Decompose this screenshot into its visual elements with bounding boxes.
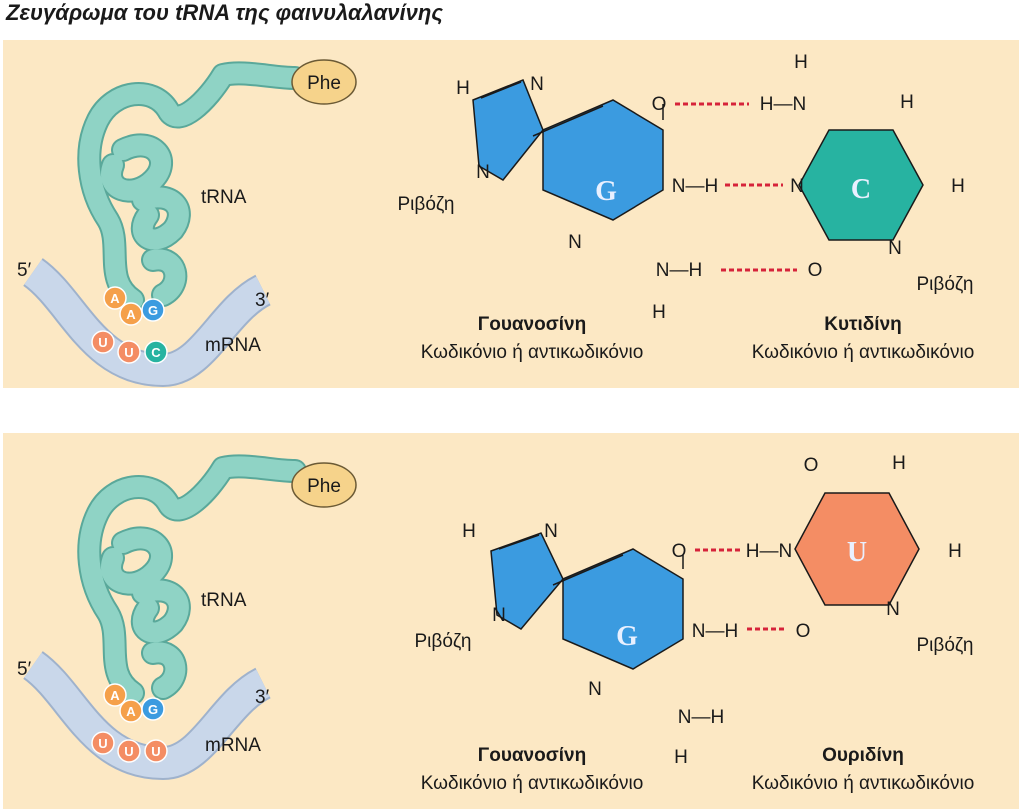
guanine-n1-h: N—H	[672, 176, 718, 197]
guanine-h-amino: H	[674, 747, 688, 768]
hydrogen-bonds	[695, 548, 787, 631]
panel-guanosine-uridine: Phe tRNA mRNA 5′ 3′ A A G U U U G H N N …	[3, 433, 1019, 809]
anticodon-letter-1: A	[110, 688, 120, 703]
cytosine-h6: H	[951, 176, 965, 197]
trna-label: tRNA	[201, 590, 247, 611]
trna-molecule	[77, 454, 307, 705]
left-nucleoside-name: Γουανοσίνη	[478, 745, 586, 766]
cytosine-h-amino-top: H	[794, 52, 808, 73]
uracil-n1: N	[886, 599, 900, 620]
anticodon-base-g	[141, 697, 165, 721]
panel-bottom-drawing: Phe tRNA mRNA 5′ 3′ A A G U U U G H N N …	[17, 453, 975, 794]
guanine-n2-h: N—H	[656, 260, 702, 281]
uracil-h6: H	[948, 541, 962, 562]
guanine-o6: O	[672, 541, 687, 562]
uracil-structure: U O H H H—N O N Ριβόζη	[746, 453, 974, 656]
cytosine-structure: C H H—N H H N O N Ριβόζη	[760, 52, 974, 295]
anticodon-letter-1: A	[110, 291, 120, 306]
guanine-letter: G	[595, 176, 617, 207]
left-nucleoside-name: Γουανοσίνη	[478, 314, 586, 335]
codon-letter-2: U	[124, 345, 133, 360]
trna-molecule	[77, 61, 307, 312]
cytosine-letter: C	[851, 174, 871, 205]
guanine-n9: N	[476, 162, 490, 183]
codon-letter-1: U	[98, 335, 107, 350]
codon-letter-3: C	[151, 345, 161, 360]
guanine-structure: G H N N N O N—H N—H H Ριβόζη	[398, 74, 719, 323]
codon-base-3	[144, 739, 168, 763]
cytosine-n3: N	[790, 176, 804, 197]
guanine-n2-h: N—H	[678, 707, 724, 728]
uracil-o4: O	[804, 455, 819, 476]
left-nucleoside-role: Κωδικόνιο ή αντικωδικόνιο	[421, 773, 644, 794]
panel-guanosine-cytidine: Phe tRNA mRNA 5′ 3′ A A G U U C G H N N …	[3, 40, 1019, 388]
uracil-h5: H	[892, 453, 906, 474]
anticodon-base-a1	[103, 286, 127, 310]
guanine-n3: N	[588, 679, 602, 700]
uracil-o2: O	[796, 621, 811, 642]
anticodon: A A G	[103, 286, 165, 326]
cytosine-h-n4: H—N	[760, 94, 806, 115]
anticodon-base-g	[141, 298, 165, 322]
anticodon: A A G	[103, 683, 165, 723]
phe-ellipse	[291, 59, 357, 105]
panel-top-drawing: Phe tRNA mRNA 5′ 3′ A A G U U C G H N N …	[17, 52, 975, 388]
cytosine-o2: O	[808, 260, 823, 281]
mrna-label: mRNA	[205, 335, 261, 356]
mrna-label: mRNA	[205, 735, 261, 756]
codon: U U C	[91, 330, 168, 364]
codon-base-1	[91, 330, 115, 354]
guanine-ribose: Ριβόζη	[398, 194, 455, 215]
guanine-n1-h: N—H	[692, 621, 738, 642]
anticodon-letter-3: G	[148, 702, 158, 717]
anticodon-letter-3: G	[148, 303, 158, 318]
hydrogen-bonds	[675, 102, 797, 272]
anticodon-base-a1	[103, 683, 127, 707]
cytosine-ribose: Ριβόζη	[917, 274, 974, 295]
codon-letter-1: U	[98, 736, 107, 751]
phe-label: Phe	[307, 476, 341, 497]
guanine-letter: G	[616, 621, 638, 652]
codon-base-2	[117, 340, 141, 364]
guanine-n7: N	[544, 521, 558, 542]
figure-title: Ζευγάρωμα του tRNA της φαινυλαλανίνης	[6, 0, 443, 25]
right-nucleoside-name: Κυτιδίνη	[824, 314, 902, 335]
codon-base-3	[144, 340, 168, 364]
five-prime-label: 5′	[17, 260, 32, 281]
phe-ellipse	[291, 462, 357, 508]
phe-label: Phe	[307, 73, 341, 94]
guanine-ribose: Ριβόζη	[415, 631, 472, 652]
codon-letter-2: U	[124, 744, 133, 759]
five-prime-label: 5′	[17, 659, 32, 680]
anticodon-letter-2: A	[126, 307, 136, 322]
trna-label: tRNA	[201, 187, 247, 208]
guanine-n3: N	[568, 232, 582, 253]
guanine-h-amino: H	[652, 302, 666, 323]
codon-base-2	[117, 739, 141, 763]
guanine-h-imidazole: H	[456, 78, 470, 99]
right-nucleoside-role: Κωδικόνιο ή αντικωδικόνιο	[752, 342, 975, 363]
codon-letter-3: U	[151, 744, 160, 759]
three-prime-label: 3′	[255, 687, 270, 708]
cytosine-n1: N	[888, 238, 902, 259]
codon: U U U	[91, 731, 168, 763]
uracil-h-n3: H—N	[746, 541, 792, 562]
three-prime-label: 3′	[255, 290, 270, 311]
anticodon-letter-2: A	[126, 704, 136, 719]
cytosine-h5: H	[900, 92, 914, 113]
right-nucleoside-role: Κωδικόνιο ή αντικωδικόνιο	[752, 773, 975, 794]
uracil-letter: U	[847, 537, 867, 568]
guanine-n7: N	[530, 74, 544, 95]
guanine-structure: G H N N N O N—H N—H H Ριβόζη	[415, 521, 739, 768]
right-nucleoside-name: Ουριδίνη	[822, 745, 904, 766]
uracil-ribose: Ριβόζη	[917, 635, 974, 656]
guanine-o6: O	[652, 94, 667, 115]
left-nucleoside-role: Κωδικόνιο ή αντικωδικόνιο	[421, 342, 644, 363]
guanine-n9: N	[492, 605, 506, 626]
guanine-h-imidazole: H	[462, 521, 476, 542]
codon-base-1	[91, 731, 115, 755]
